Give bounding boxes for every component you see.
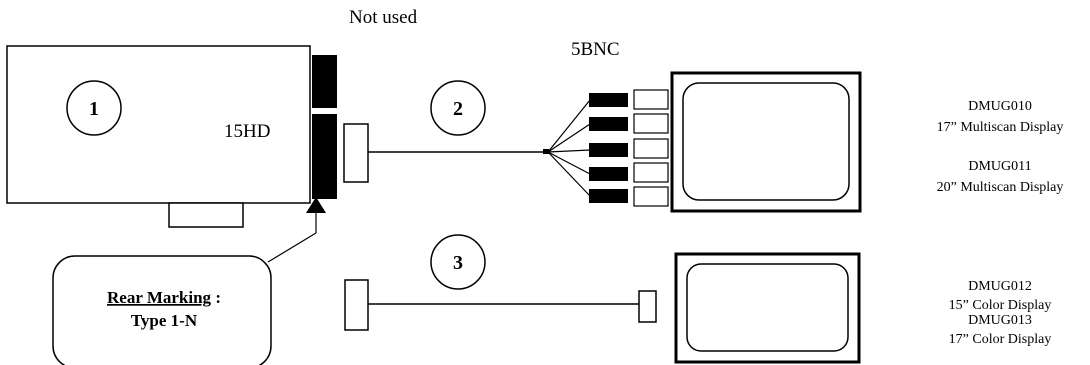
rear-marking-title: Rear Marking <box>107 288 212 307</box>
display-3-description: 15” Color Display <box>949 298 1052 313</box>
display-2-model: DMUG011 <box>968 159 1031 174</box>
rear-marking-heading: Rear Marking : <box>107 288 221 307</box>
unused-port-block <box>312 55 337 108</box>
bnc-jack-1 <box>633 89 669 110</box>
connector-5bnc-label: 5BNC <box>571 39 620 60</box>
bnc-jack-5 <box>633 186 669 207</box>
display-4-description: 17” Color Display <box>949 332 1052 347</box>
rear-marking-type: Type 1-N <box>131 311 198 330</box>
display-2-description: 20” Multiscan Display <box>937 180 1064 195</box>
display-4-model: DMUG013 <box>968 313 1032 328</box>
callout-2-label: 2 <box>453 98 463 120</box>
bnc-plug-5 <box>589 189 628 203</box>
card-board <box>6 45 311 204</box>
monitor-color <box>674 252 861 364</box>
bnc-plug-3 <box>589 143 628 157</box>
callout-3-label: 3 <box>453 252 463 274</box>
connector-15hd-label: 15HD <box>224 121 270 142</box>
cable-3-plug-left <box>344 279 369 331</box>
display-1-description: 17” Multiscan Display <box>937 120 1064 135</box>
monitor-multiscan-screen <box>682 82 850 201</box>
monitor-color-screen <box>686 263 849 352</box>
callout-2-circle <box>430 80 486 136</box>
bnc-jack-3 <box>633 138 669 159</box>
bnc-plug-2 <box>589 117 628 131</box>
rear-marking-box <box>52 255 272 365</box>
callout-3-circle <box>430 234 486 290</box>
rear-marking-separator: : <box>211 288 221 307</box>
bnc-jacks <box>633 89 669 207</box>
cable-2-15hd-plug <box>343 123 369 183</box>
cable-3: 3 <box>344 234 657 331</box>
hd15-port-block <box>312 114 337 199</box>
cable-2-15hd-to-5bnc: 2 <box>343 80 628 203</box>
not-used-label: Not used <box>349 7 418 28</box>
pointer-arrowhead <box>306 197 326 213</box>
callout-1-circle <box>66 80 122 136</box>
display-1-model: DMUG010 <box>968 99 1032 114</box>
card-edge-connector <box>168 202 244 228</box>
monitor-multiscan <box>670 71 862 213</box>
bnc-plug-4 <box>589 167 628 181</box>
graphics-card: 1 15HD <box>6 45 337 228</box>
cable-2-split-point <box>543 149 549 154</box>
rear-marking-callout: Rear Marking : Type 1-N <box>52 197 326 365</box>
cable-3-plug-right <box>638 290 657 323</box>
bnc-plug-1 <box>589 93 628 107</box>
bnc-jack-4 <box>633 162 669 183</box>
callout-1-label: 1 <box>89 98 99 120</box>
display-captions: DMUG010 17” Multiscan Display DMUG011 20… <box>937 99 1064 347</box>
bnc-jack-2 <box>633 113 669 134</box>
display-3-model: DMUG012 <box>968 279 1032 294</box>
